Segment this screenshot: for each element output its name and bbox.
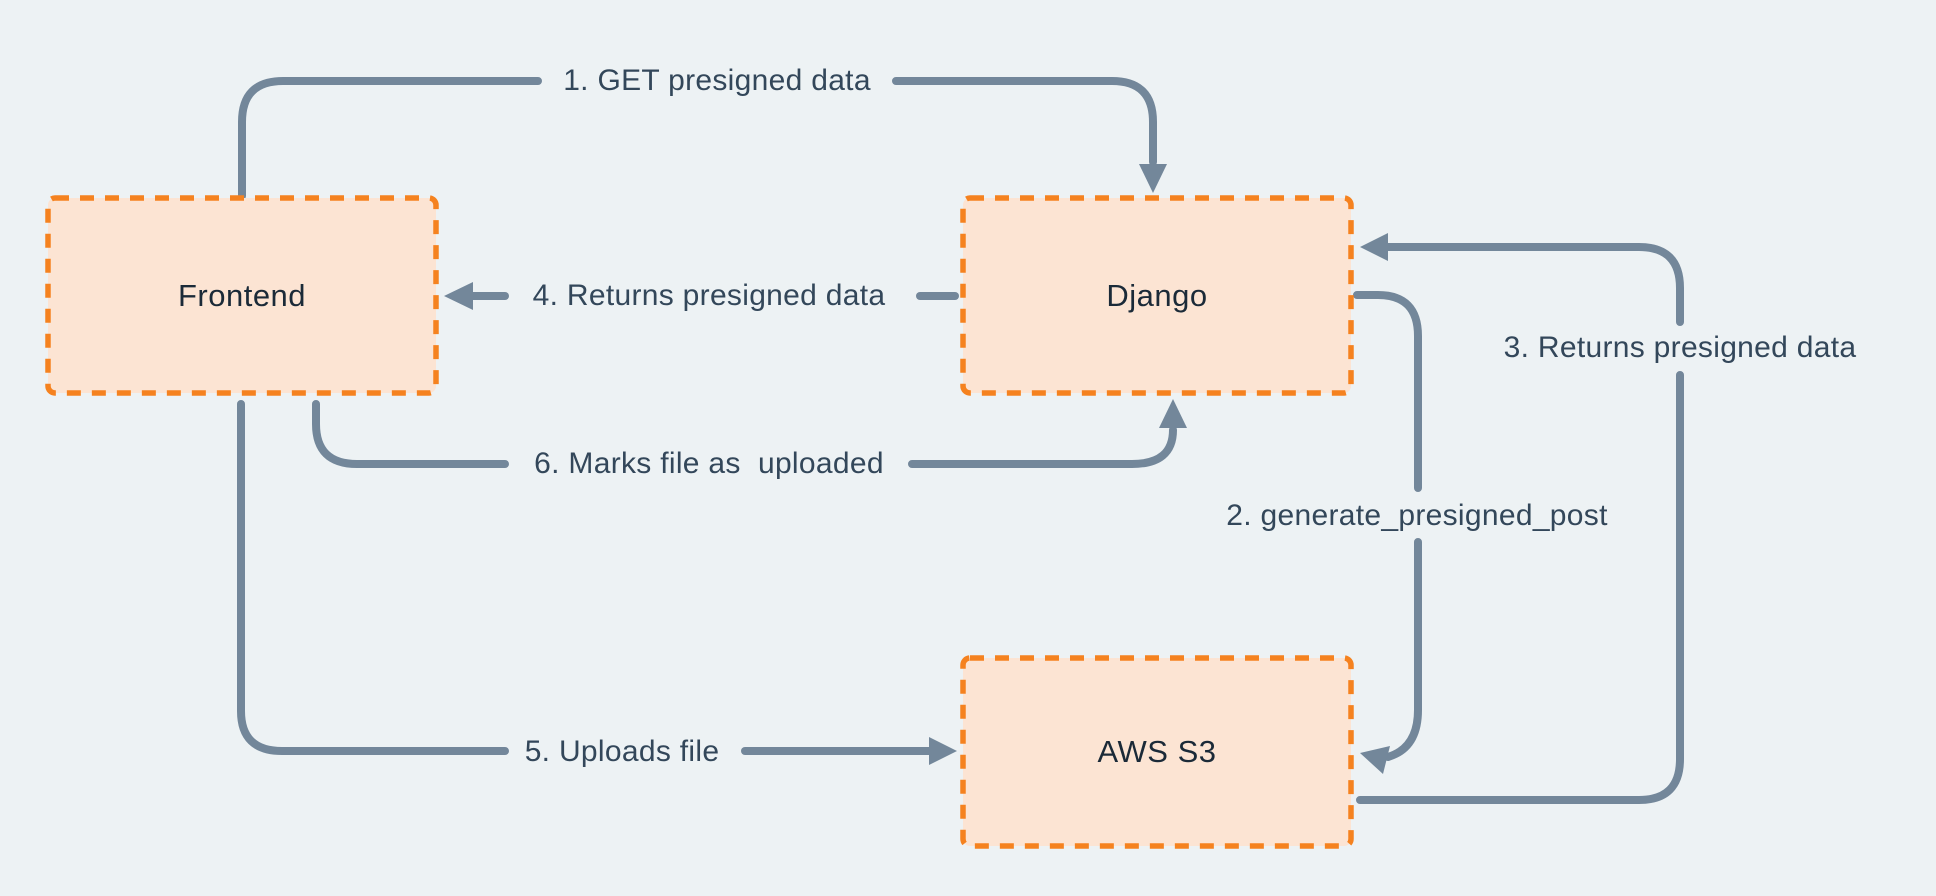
- node-label-django: Django: [1106, 278, 1208, 313]
- connector-get-presigned-data-right: [892, 77, 1157, 166]
- connector-generate-presigned-post-top: [1353, 291, 1422, 492]
- arrowhead-into-aws-s3-right-icon: [1360, 746, 1390, 774]
- connector-generate-presigned-post-bottom: [1384, 538, 1422, 761]
- connector-label-3-returns-presigned-data: 3. Returns presigned data: [1503, 331, 1857, 364]
- node-label-frontend: Frontend: [177, 278, 307, 313]
- connector-marks-file-uploaded-left: [312, 400, 509, 468]
- connector-label-1-get-presigned-data: 1. GET presigned data: [563, 64, 871, 97]
- node-label-aws-s3: AWS S3: [1097, 734, 1217, 769]
- arrowhead-right-into-aws-s3-icon: [929, 737, 957, 765]
- connector-returns-presigned-data-3-bottom: [1356, 371, 1684, 804]
- connector-get-presigned-data-left: [238, 77, 542, 200]
- connector-returns-presigned-data-3-top: [1382, 243, 1684, 326]
- node-aws-s3-box: [960, 655, 1354, 849]
- connector-label-5-uploads-file: 5. Uploads file: [524, 735, 720, 768]
- connector-label-2-generate-presigned-post: 2. generate_presigned_post: [1226, 499, 1608, 532]
- connector-marks-file-uploaded-right: [908, 426, 1177, 468]
- connector-uploads-file-left: [237, 400, 509, 755]
- arrowhead-left-into-django-icon: [1360, 233, 1388, 261]
- arrowhead-up-into-django-icon: [1159, 399, 1187, 428]
- node-django-box: [960, 195, 1354, 396]
- arrowhead-left-into-frontend-icon: [444, 282, 473, 310]
- node-frontend-box: [45, 195, 439, 396]
- connector-label-6-marks-file-uploaded: 6. Marks file as uploaded: [534, 447, 884, 480]
- connector-label-4-returns-presigned-data: 4. Returns presigned data: [532, 279, 886, 312]
- arrowhead-down-into-django-icon: [1139, 164, 1167, 193]
